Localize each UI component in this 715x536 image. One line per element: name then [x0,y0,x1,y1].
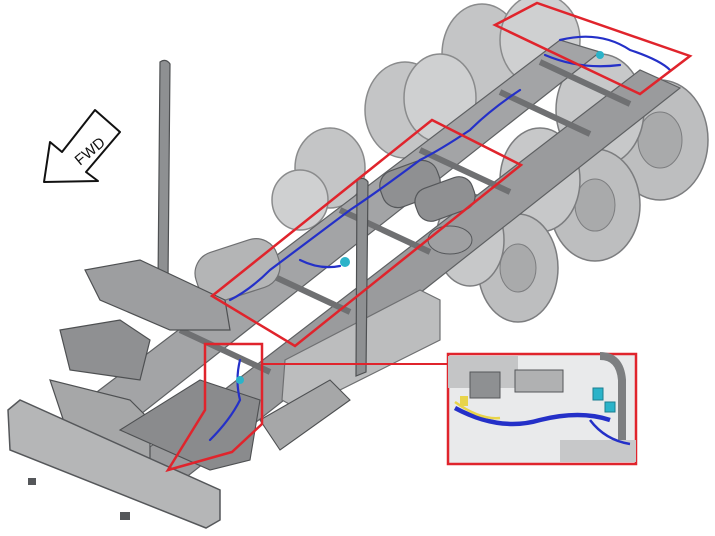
highlight-cab-bracket [165,342,264,473]
detail-inset [446,352,638,466]
highlight-mid-frame-rails [209,118,524,348]
front-bumper [7,399,221,529]
fwd-arrow: FWD [43,109,121,183]
fwd-arrow-shape [43,109,121,183]
highlight-rear-crossmember [492,1,693,96]
exhaust-stacks [157,59,369,377]
front-structure [7,259,351,529]
